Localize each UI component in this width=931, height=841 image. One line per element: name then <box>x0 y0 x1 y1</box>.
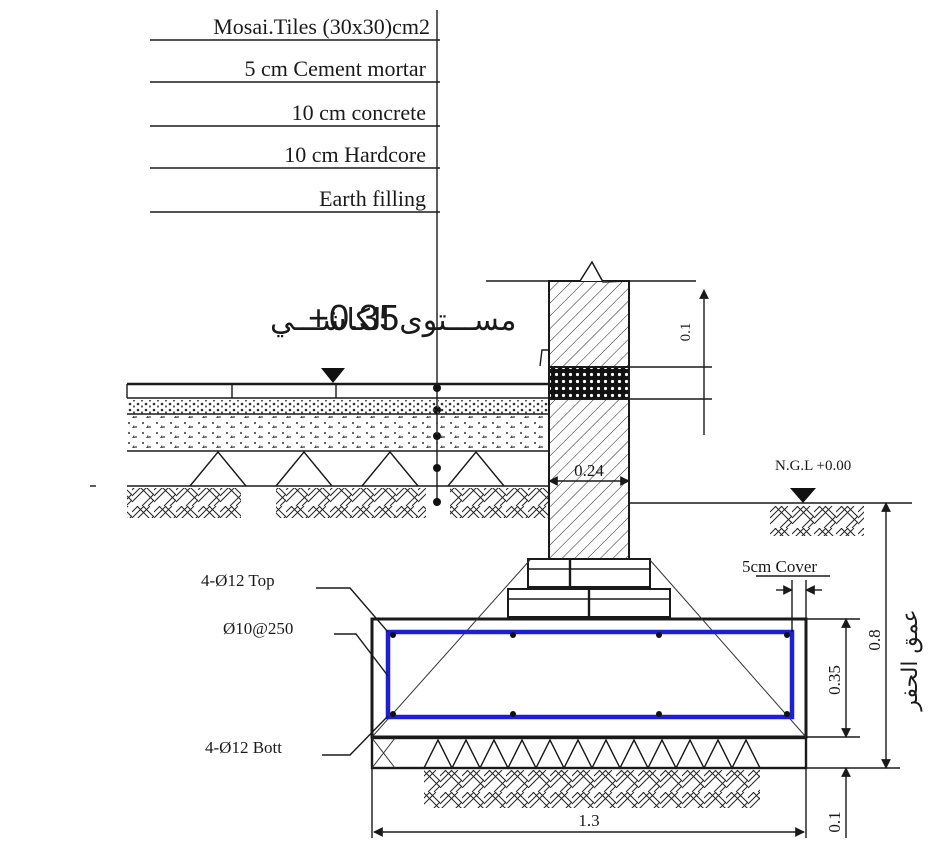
floor-level-arabic-label: مســـتوى الكاشـــي <box>270 303 516 338</box>
wall: 0.1 0.24 <box>486 260 712 560</box>
layer-mortar-label: 5 cm Cement mortar <box>245 56 427 81</box>
layer-earth-label: Earth filling <box>319 186 426 211</box>
cover-label: 5cm Cover <box>742 557 817 576</box>
vertical-dimensions: 0.35 0.8 عمق الحفر 0.1 <box>806 502 923 838</box>
footing-width-dimension-group: 1.3 <box>371 768 807 838</box>
floor-level-annotation: مســـتوى الكاشـــي +0.35 <box>270 297 516 383</box>
top-rebar-label: 4-Ø12 Top <box>201 571 275 590</box>
layer-concrete-label: 10 cm concrete <box>292 100 426 125</box>
footing-depth-dimension: 0.35 <box>825 665 844 695</box>
floor-slab <box>90 382 548 518</box>
footing <box>370 559 808 808</box>
layer-hardcore-label: 10 cm Hardcore <box>284 142 426 167</box>
ngl-label: N.G.L +0.00 <box>775 458 851 474</box>
excavation-depth-arabic-label: عمق الحفر <box>898 609 923 711</box>
stirrup-label: Ø10@250 <box>223 619 293 638</box>
dpc-layer <box>548 366 630 400</box>
rebar-cage <box>385 629 795 720</box>
ngl-marker-icon <box>790 488 816 503</box>
dpc-height-dimension: 0.1 <box>678 323 694 342</box>
floor-level-marker-icon <box>321 368 345 383</box>
bottom-rebar-label: 4-Ø12 Bott <box>205 738 282 757</box>
cover-annotation: 5cm Cover <box>742 557 830 632</box>
layer-tiles-label: Mosai.Tiles (30x30)cm2 <box>213 14 430 39</box>
brick-steps <box>507 558 671 618</box>
blinding-thickness-dimension: 0.1 <box>825 811 844 832</box>
ngl-annotation: N.G.L +0.00 <box>629 458 912 536</box>
footing-width-dimension: 1.3 <box>578 811 599 830</box>
floor-level-value: +0.35 <box>308 297 399 338</box>
rebar-callouts: 4-Ø12 Top Ø10@250 4-Ø12 Bott <box>201 571 389 757</box>
excavation-depth-dimension: 0.8 <box>865 629 884 650</box>
wall-width-dimension: 0.24 <box>574 461 604 480</box>
